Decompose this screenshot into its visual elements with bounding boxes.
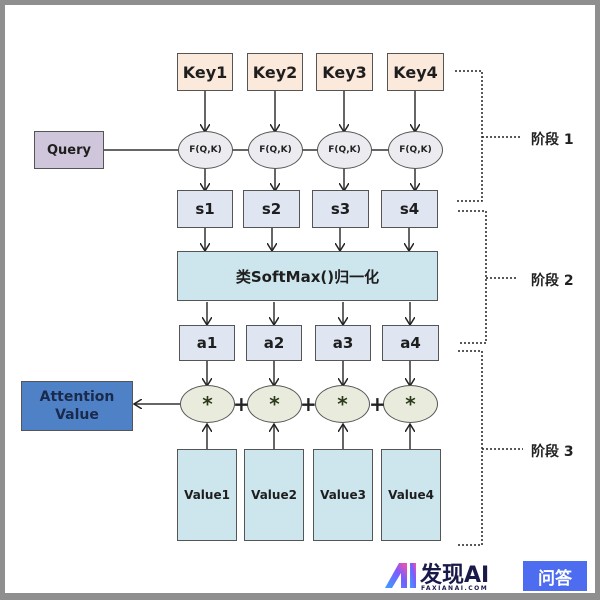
stage2-bracket xyxy=(458,210,487,344)
query-label: Query xyxy=(46,142,91,158)
softmax-label: 类SoftMax()归一化 xyxy=(235,267,380,286)
key-box: Key1 xyxy=(177,53,233,91)
weight-box: a4 xyxy=(382,325,439,361)
stage-label: 阶段 1 xyxy=(531,132,574,148)
score-box: s3 xyxy=(312,190,369,228)
multiply-icon: * xyxy=(269,392,280,416)
key-label: Key4 xyxy=(393,62,438,82)
plus-icon: + xyxy=(300,392,317,416)
value-box: Value1 xyxy=(177,449,237,541)
key-label: Key3 xyxy=(322,62,367,82)
score-box: s4 xyxy=(381,190,438,228)
key-label: Key1 xyxy=(182,62,228,82)
brand-domain: FAXIANAI.COM xyxy=(421,585,489,592)
attention-value-box: Attention Value xyxy=(21,381,133,431)
score-function-node: F(Q,K) xyxy=(388,131,443,169)
key-box: Key2 xyxy=(247,53,303,91)
score-label: s1 xyxy=(195,200,215,218)
value-label: Value1 xyxy=(184,488,230,502)
value-label: Value4 xyxy=(388,488,434,502)
weight-label: a4 xyxy=(400,334,421,352)
multiply-icon: * xyxy=(405,392,416,416)
multiply-node: * xyxy=(180,385,235,423)
qa-badge: 问答 xyxy=(523,561,587,591)
score-label: s3 xyxy=(330,200,351,218)
stage3-bracket xyxy=(458,350,483,546)
score-box: s2 xyxy=(243,190,300,228)
weight-box: a2 xyxy=(246,325,302,361)
score-function-label: F(Q,K) xyxy=(189,145,222,155)
multiply-node: * xyxy=(247,385,302,423)
value-label: Value3 xyxy=(320,488,366,502)
value-label: Value2 xyxy=(251,488,297,502)
softmax-normalization-box: 类SoftMax()归一化 xyxy=(177,251,438,301)
plus-icon: + xyxy=(369,392,386,416)
plus-icon: + xyxy=(233,392,250,416)
key-label: Key2 xyxy=(252,62,298,82)
weight-label: a3 xyxy=(332,334,354,352)
score-box: s1 xyxy=(177,190,233,228)
score-function-label: F(Q,K) xyxy=(259,145,292,155)
multiply-node: * xyxy=(315,385,370,423)
value-box: Value2 xyxy=(244,449,304,541)
multiply-icon: * xyxy=(202,392,213,416)
value-box: Value3 xyxy=(313,449,373,541)
weight-label: a2 xyxy=(263,334,285,352)
score-function-node: F(Q,K) xyxy=(178,131,233,169)
brand-logo-icon xyxy=(385,563,416,588)
stage-label: 阶段 2 xyxy=(531,273,574,289)
weight-box: a1 xyxy=(179,325,235,361)
weight-label: a1 xyxy=(196,334,218,352)
value-box: Value4 xyxy=(381,449,441,541)
score-label: s2 xyxy=(261,200,282,218)
stage-label: 阶段 3 xyxy=(531,444,574,460)
score-function-label: F(Q,K) xyxy=(399,145,432,155)
score-function-node: F(Q,K) xyxy=(248,131,303,169)
attention-value-label-line1: Attention xyxy=(39,389,115,405)
key-box: Key4 xyxy=(387,53,444,91)
brand-name: 发现AI xyxy=(420,563,490,588)
stage1-bracket xyxy=(455,70,483,202)
score-function-label: F(Q,K) xyxy=(328,145,361,155)
attention-value-label-line2: Value xyxy=(55,407,99,423)
multiply-node: * xyxy=(383,385,438,423)
multiply-icon: * xyxy=(337,392,348,416)
weight-box: a3 xyxy=(315,325,371,361)
key-box: Key3 xyxy=(316,53,373,91)
query-box: Query xyxy=(34,131,104,169)
score-function-node: F(Q,K) xyxy=(317,131,372,169)
score-label: s4 xyxy=(399,200,420,218)
